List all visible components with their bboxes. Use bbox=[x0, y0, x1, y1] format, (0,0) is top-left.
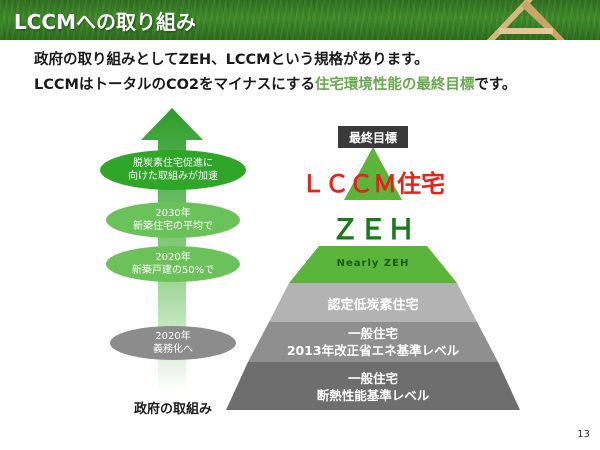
milestone-2-line1: 2030年 bbox=[155, 208, 191, 219]
page-title: LCCMへの取り組み bbox=[14, 10, 197, 34]
final-goal-badge: 最終目標 bbox=[338, 126, 408, 148]
pyramid-tier-certified bbox=[269, 283, 477, 322]
intro-line-1: 政府の取り組みとしてZEH、LCCMという規格があります。 bbox=[34, 52, 429, 68]
tier-certified-label: 認定低炭素住宅 bbox=[327, 298, 419, 313]
milestone-1-line1: 脱炭素住宅促進に bbox=[133, 158, 213, 169]
intro-text: 政府の取り組みとしてZEH、LCCMという規格があります。 LCCMはトータルの… bbox=[34, 48, 594, 98]
tier-general-2013-label: 一般住宅 2013年改正省エネ基準レベル bbox=[258, 325, 488, 359]
tier-general-insulation-line2: 断熱性能基準レベル bbox=[316, 388, 430, 403]
zeh-sub-label: Nearly ZEH bbox=[336, 258, 410, 269]
intro-highlight: 住宅環境性能の最終目標 bbox=[314, 77, 475, 93]
pyramid-tier-general-insulation bbox=[226, 362, 520, 410]
lccm-label: ＬＣＣＭ住宅 bbox=[301, 170, 445, 198]
zeh-label: ＺＥＨ bbox=[330, 213, 415, 246]
milestone-pill-1: 脱炭素住宅促進に 向けた取組みが加速 bbox=[100, 150, 246, 190]
pyramid-tier-lccm bbox=[344, 147, 402, 200]
milestone-4-line1: 2020年 bbox=[155, 331, 191, 342]
government-caption: 政府の取組み bbox=[133, 402, 212, 417]
tier-general-2013-line1: 一般住宅 bbox=[347, 326, 398, 341]
intro-line-2-prefix: LCCMはトータルのCO2をマイナスにする bbox=[34, 77, 315, 93]
tier-general-insulation-line1: 一般住宅 bbox=[347, 371, 398, 386]
pyramid-tier-general-2013 bbox=[248, 322, 498, 362]
pyramid-tier-lccm-white bbox=[319, 200, 427, 246]
wood-frame-image bbox=[487, 0, 565, 40]
intro-line-2: LCCMはトータルのCO2をマイナスにする住宅環境性能の最終目標です。 bbox=[34, 73, 594, 98]
milestone-pill-4: 2020年 義務化へ bbox=[110, 326, 236, 360]
pyramid-tier-zeh bbox=[289, 246, 457, 283]
tier-general-insulation-label: 一般住宅 断熱性能基準レベル bbox=[258, 370, 488, 404]
milestone-4-line2: 義務化へ bbox=[153, 344, 193, 355]
tier-general-2013-line2: 2013年改正省エネ基準レベル bbox=[286, 343, 460, 358]
milestone-3-line1: 2020年 bbox=[155, 252, 191, 263]
header-banner: LCCMへの取り組み bbox=[0, 0, 600, 40]
page-number: 13 bbox=[577, 429, 590, 440]
milestone-1-line2: 向けた取組みが加速 bbox=[128, 171, 218, 182]
milestone-2-line2: 新築住宅の平均で bbox=[133, 221, 213, 232]
milestone-pill-2: 2030年 新築住宅の平均で bbox=[106, 202, 240, 238]
milestone-pill-3: 2020年 新築戸建の50%で bbox=[106, 246, 240, 282]
milestone-3-line2: 新築戸建の50%で bbox=[131, 265, 215, 276]
intro-line-2-suffix: です。 bbox=[474, 77, 517, 93]
